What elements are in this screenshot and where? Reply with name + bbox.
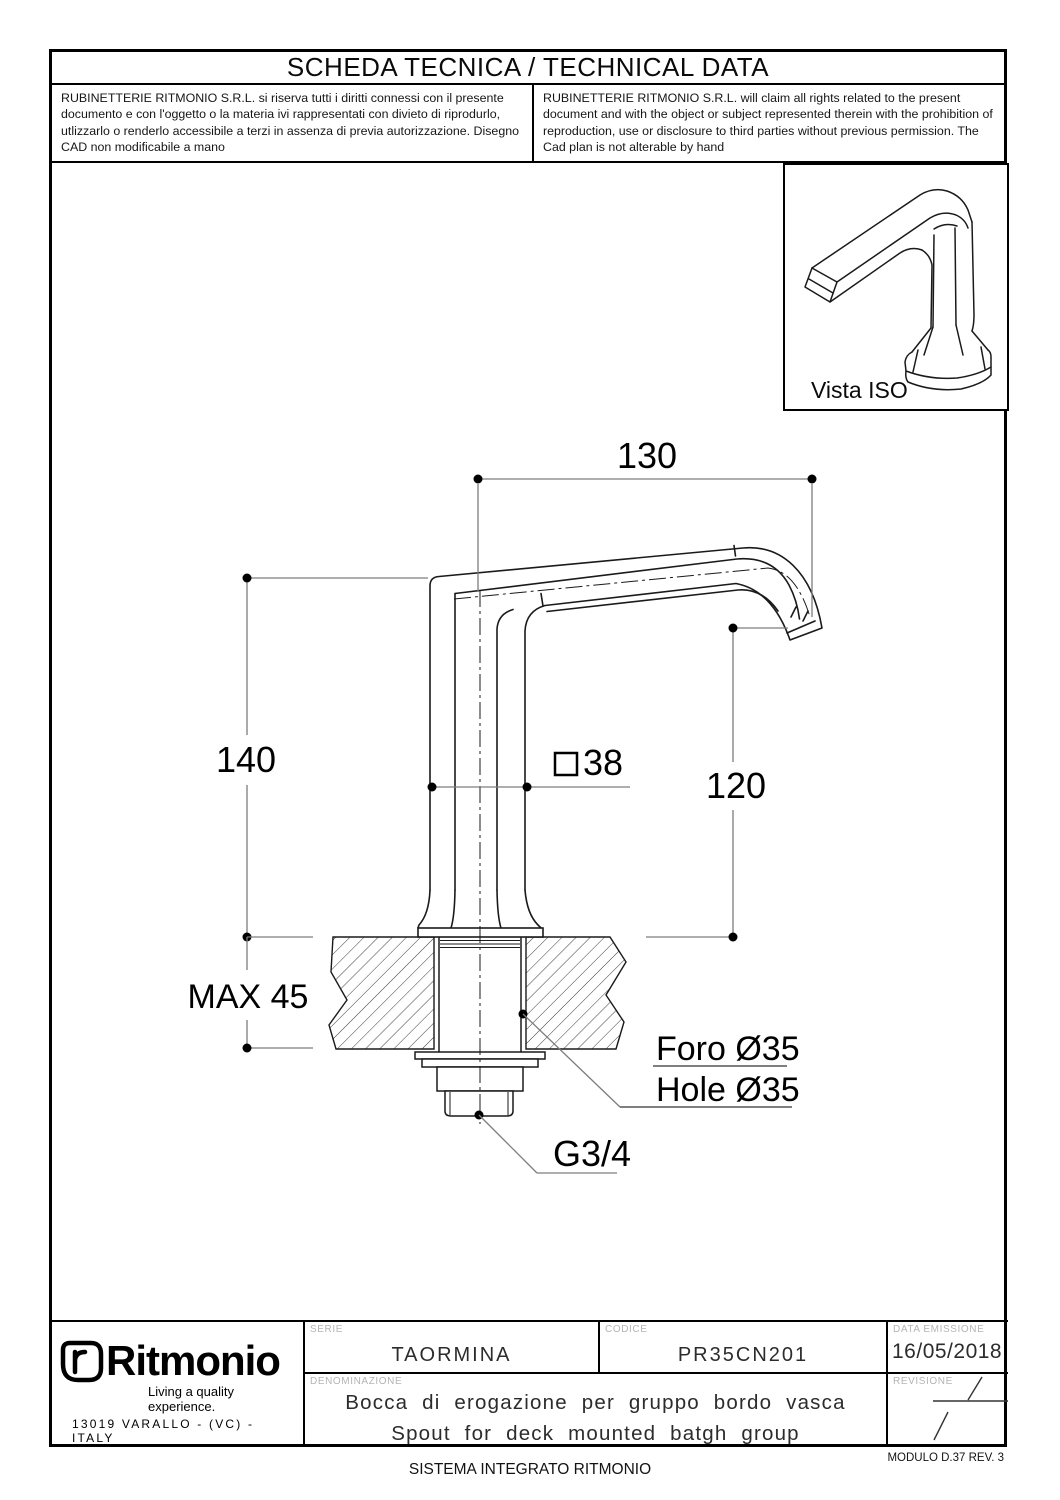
denominazione-english: Spout for deck mounted batgh group: [391, 1422, 800, 1445]
logo-brand: Ritmonio: [106, 1337, 281, 1384]
disclaimer-english: RUBINETTERIE RITMONIO S.R.L. will claim …: [543, 91, 993, 154]
svg-text:38: 38: [583, 742, 623, 783]
iso-view-label: Vista ISO: [811, 377, 908, 403]
dimension-130: 130: [473, 435, 817, 617]
iso-view-box: Vista ISO: [783, 163, 1009, 411]
codice-cell: CODICE PR35CN201: [600, 1322, 888, 1374]
denominazione-cell: DENOMINAZIONE Bocca di erogazione per gr…: [305, 1374, 888, 1445]
sheet-title-bar: SCHEDA TECNICA / TECHNICAL DATA: [52, 52, 1004, 85]
serie-cell: SERIE TAORMINA: [305, 1322, 600, 1374]
revisione-marks: [933, 1376, 1008, 1441]
spout-side-view: [417, 544, 823, 1124]
disclaimer-section: RUBINETTERIE RITMONIO S.R.L. si riserva …: [52, 85, 1004, 163]
revisione-cell: REVISIONE: [888, 1374, 1008, 1445]
svg-text:MAX 45: MAX 45: [188, 978, 309, 1016]
dimension-max45: MAX 45: [188, 936, 313, 1053]
logo-address: 13019 VARALLO - (VC) - ITALY: [72, 1417, 255, 1445]
denominazione-italian: Bocca di erogazione per gruppo bordo vas…: [345, 1391, 846, 1414]
disclaimer-italian: RUBINETTERIE RITMONIO S.R.L. si riserva …: [52, 85, 534, 161]
centerlines: [453, 567, 811, 1124]
sheet-title: SCHEDA TECNICA / TECHNICAL DATA: [286, 52, 770, 82]
logo-tagline: Living a quality experience.: [148, 1384, 234, 1414]
svg-text:G3/4: G3/4: [553, 1133, 631, 1174]
svg-text:140: 140: [216, 739, 276, 780]
serie-label: SERIE: [310, 1324, 344, 1335]
dimension-square-38: 38: [427, 742, 630, 792]
data-emissione-value: 16/05/2018: [892, 1340, 1003, 1363]
thread-callout: G3/4: [474, 1110, 631, 1174]
svg-text:Foro Ø35: Foro Ø35: [656, 1030, 800, 1068]
data-emissione-cell: DATA EMISSIONE 16/05/2018: [888, 1322, 1008, 1374]
square-symbol: [553, 751, 579, 777]
dimension-140: 140: [216, 573, 428, 942]
serie-value: TAORMINA: [391, 1344, 512, 1366]
sheet-frame: [49, 49, 1007, 1447]
denominazione-label: DENOMINAZIONE: [310, 1376, 403, 1387]
svg-text:130: 130: [617, 435, 677, 476]
data-emissione-label: DATA EMISSIONE: [893, 1324, 985, 1335]
svg-text:120: 120: [706, 765, 766, 806]
footer-module-text: MODULO D.37 REV. 3: [887, 1452, 1004, 1464]
logo-cell: Ritmonio Living a quality experience. 13…: [52, 1322, 305, 1445]
dimension-120: 120: [646, 623, 788, 942]
codice-label: CODICE: [605, 1324, 648, 1335]
iso-spout-drawing: [804, 188, 992, 391]
title-block: Ritmonio Living a quality experience. 13…: [52, 1320, 1008, 1445]
revisione-label: REVISIONE: [893, 1376, 953, 1387]
ritmonio-logo-icon: [60, 1340, 104, 1383]
codice-value: PR35CN201: [677, 1344, 809, 1366]
footer-system-text: SISTEMA INTEGRATO RITMONIO: [408, 1461, 652, 1478]
hole-callout: Foro Ø35 Hole Ø35: [518, 1009, 800, 1109]
deck-section: [328, 936, 627, 1050]
svg-text:Hole Ø35: Hole Ø35: [656, 1071, 800, 1109]
technical-drawing: 130 140 MAX 45: [188, 435, 823, 1174]
